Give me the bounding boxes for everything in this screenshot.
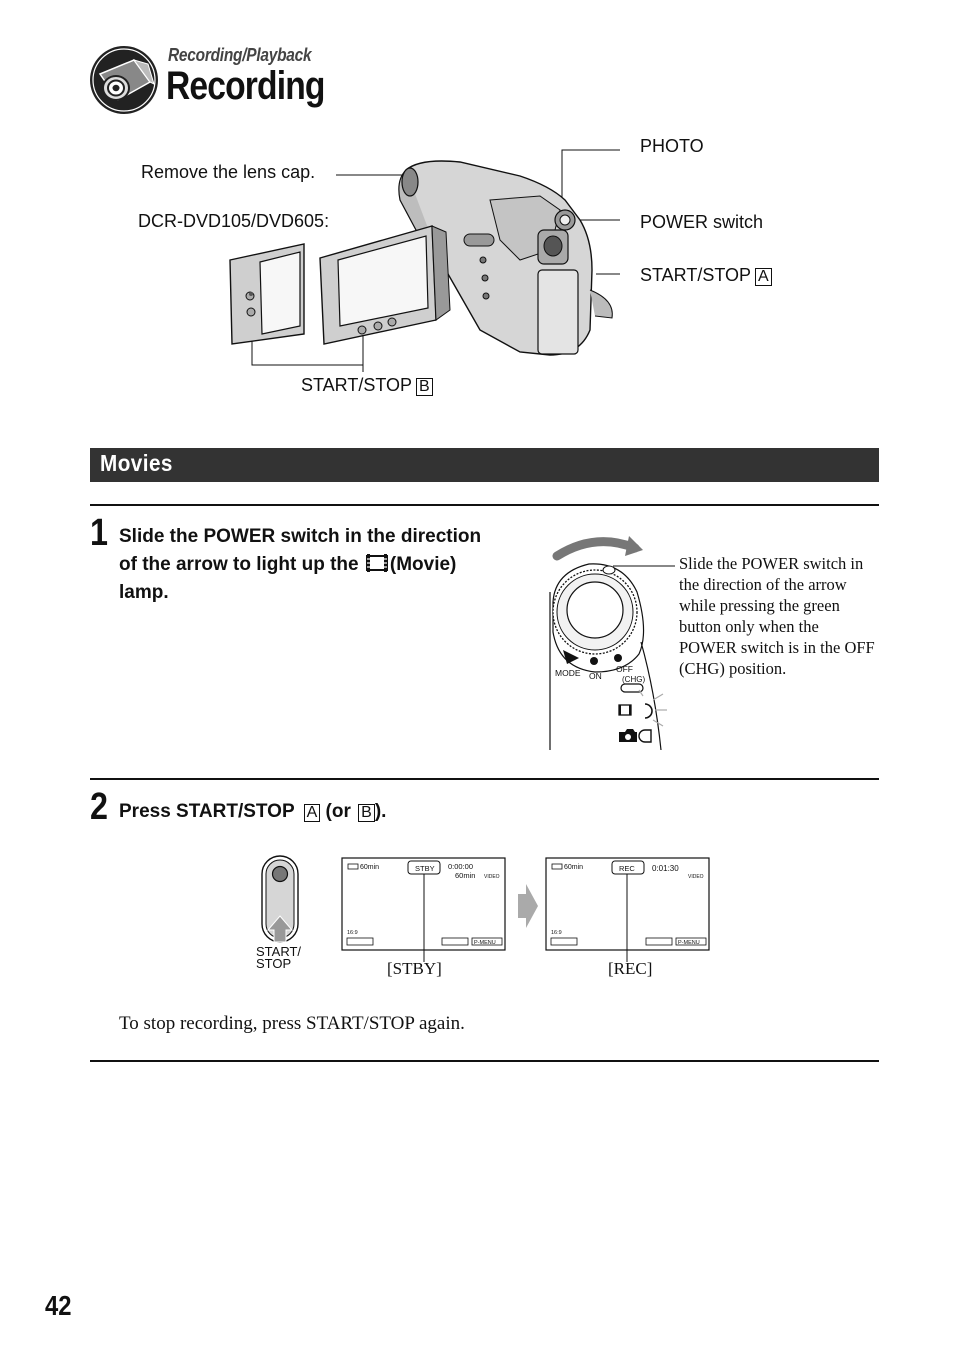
movie-icon (365, 554, 388, 572)
key-b-box: B (416, 378, 433, 396)
camcorder-illustration (229, 149, 620, 372)
rec-label: [REC] (608, 959, 653, 978)
rec-aspect: 16:9 (551, 930, 562, 936)
page-title: Recording (166, 64, 325, 108)
dial-mode-label: MODE (555, 668, 581, 678)
divider-middle (90, 778, 879, 780)
next-arrow-icon (518, 884, 538, 928)
stby-time: 0:00:00 (448, 862, 473, 871)
stby-aspect: 16:9 (347, 930, 358, 936)
rec-status: REC (619, 864, 635, 873)
camcorder-section-icon (90, 46, 158, 114)
stby-disc: VIDEO (484, 874, 500, 880)
step-1-line-2-post: (Movie) (389, 554, 457, 575)
key-a-box: A (755, 268, 772, 286)
step-1-text: Slide the POWER switch in the direction … (119, 523, 519, 607)
start-stop-sequence-illustration: START/ STOP 60min STBY 0:00:00 60min VID… (256, 855, 710, 971)
movies-heading-bar (90, 448, 879, 482)
step-2-text-mid: (or (325, 801, 351, 822)
power-dial-illustration: MODE ON OFF (CHG) (549, 536, 675, 751)
start-stop-a-label: START/STOP (640, 265, 752, 285)
lens-cap-callout: Remove the lens cap. (141, 162, 316, 182)
dial-chg-label: (CHG) (622, 675, 645, 684)
stby-menu: P-MENU (474, 940, 496, 946)
start-stop-b-label: START/STOP (301, 375, 413, 395)
stby-battery: 60min (360, 864, 379, 871)
photo-callout: PHOTO (640, 136, 704, 156)
dial-on-label: ON (589, 671, 602, 681)
step-2-key-b: B (358, 804, 375, 822)
button-label-2: STOP (256, 956, 291, 971)
step-1-number: 1 (90, 512, 108, 554)
stby-remaining: 60min (455, 871, 475, 880)
lcd-screen-rec: 60min REC 0:01:30 VIDEO 16:9 P-MENU (545, 857, 710, 962)
stby-label: [STBY] (387, 959, 442, 978)
stby-status: STBY (415, 864, 435, 873)
divider-top (90, 504, 879, 506)
step-1-line-2: of the arrow to light up the (Movie) (119, 551, 519, 579)
section-label: Recording/Playback (168, 45, 312, 65)
dial-off-label: OFF (616, 664, 633, 674)
movies-heading: Movies (100, 450, 173, 476)
step-1-line-1: Slide the POWER switch in the direction (119, 526, 482, 547)
lcd-screen-stby: 60min STBY 0:00:00 60min VIDEO 16:9 P-ME… (341, 857, 506, 962)
step-2-text-pre: Press START/STOP (119, 801, 295, 822)
power-switch-callout: POWER switch (640, 212, 764, 232)
step-2-text: Press START/STOP A (or B). (119, 798, 386, 826)
power-switch-note: Slide the POWER switch in the direction … (679, 554, 875, 678)
rec-disc: VIDEO (688, 874, 704, 880)
button-label-1: START/ (256, 944, 301, 959)
rec-battery: 60min (564, 864, 583, 871)
step-2-text-post: ). (374, 801, 387, 822)
step-2-number: 2 (90, 786, 108, 828)
model-label: DCR-DVD105/DVD605: (138, 211, 330, 231)
step-1-line-3: lamp. (119, 582, 169, 603)
step-1-line-2-pre: of the arrow to light up the (119, 554, 359, 575)
page-number: 42 (45, 1290, 72, 1321)
divider-bottom (90, 1060, 879, 1062)
step-2-key-a: A (303, 804, 321, 822)
stop-recording-text: To stop recording, press START/STOP agai… (119, 1013, 465, 1034)
rec-time: 0:01:30 (652, 864, 679, 873)
rec-menu: P-MENU (678, 940, 700, 946)
